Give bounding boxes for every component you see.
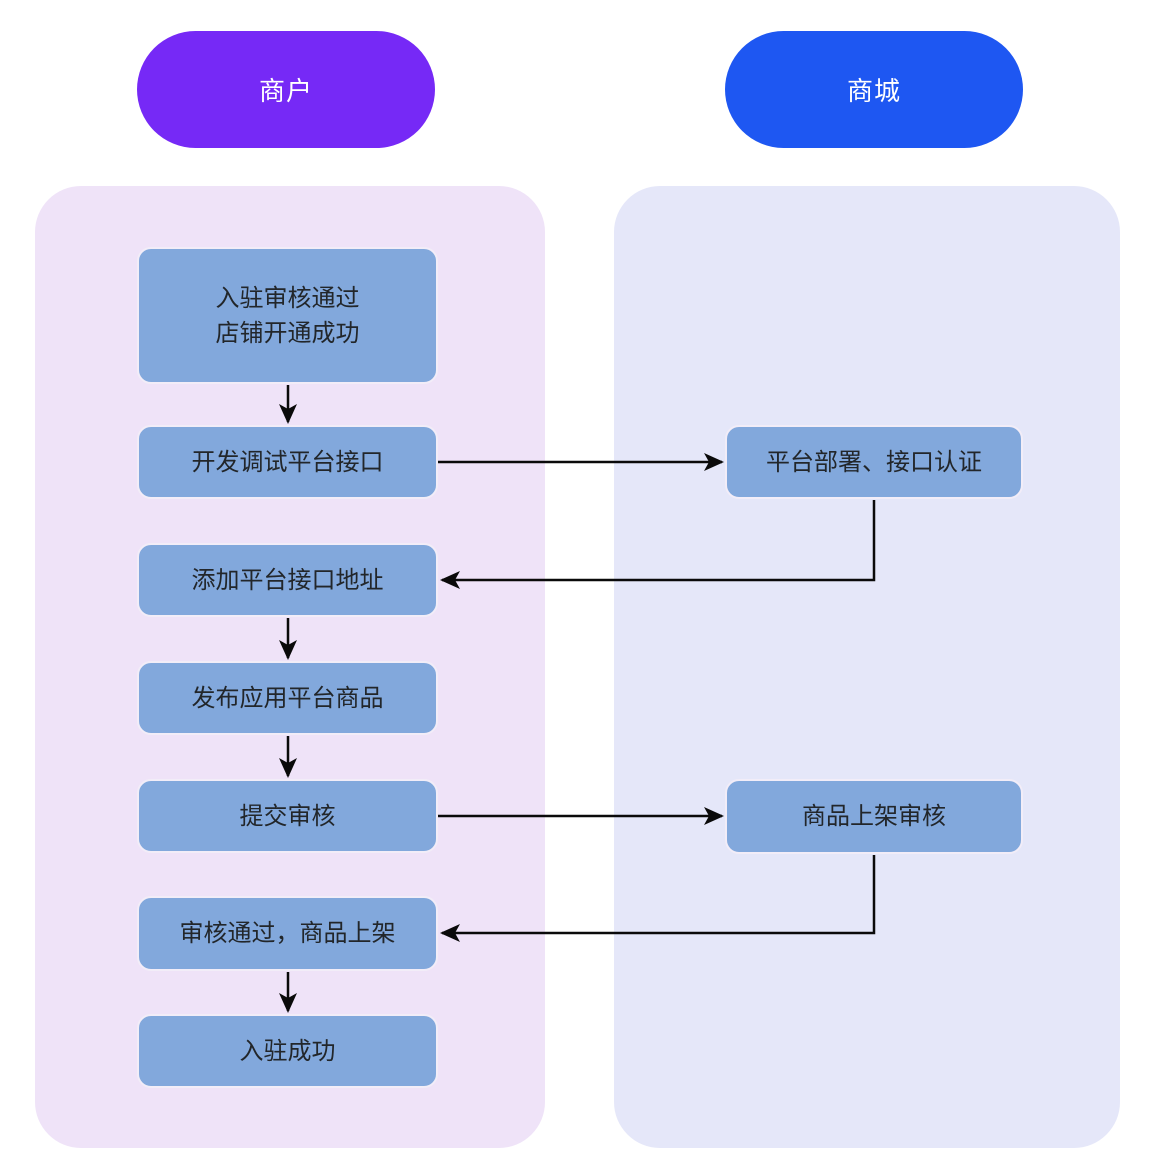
node-review-passed-product-listed: 审核通过，商品上架 [137, 896, 438, 971]
node-label: 平台部署、接口认证 [766, 448, 982, 476]
node-label: 开发调试平台接口 [191, 448, 384, 476]
node-add-api-address: 添加平台接口地址 [137, 543, 438, 617]
node-submit-review: 提交审核 [137, 779, 438, 853]
node-onboarding-approved: 入驻审核通过 店铺开通成功 [137, 247, 438, 384]
node-label: 入驻成功 [239, 1037, 336, 1065]
node-label-line: 店铺开通成功 [215, 319, 360, 347]
node-onboarding-success: 入驻成功 [137, 1014, 438, 1088]
node-develop-debug-api: 开发调试平台接口 [137, 425, 438, 499]
lane-header-mall: 商城 [725, 31, 1023, 148]
node-label: 商品上架审核 [802, 803, 946, 830]
node-product-listing-review: 商品上架审核 [725, 779, 1023, 854]
lane-header-merchant-label: 商户 [258, 76, 313, 106]
node-label-line: 入驻审核通过 [215, 284, 360, 312]
node-label: 审核通过，商品上架 [179, 920, 396, 947]
lane-header-merchant: 商户 [137, 31, 435, 148]
node-label: 提交审核 [239, 802, 336, 830]
lane-mall [614, 186, 1120, 1148]
node-label: 发布应用平台商品 [191, 684, 384, 712]
lane-header-mall-label: 商城 [846, 76, 901, 106]
node-publish-platform-product: 发布应用平台商品 [137, 661, 438, 735]
node-label: 添加平台接口地址 [191, 566, 384, 594]
node-platform-deploy-api-auth: 平台部署、接口认证 [725, 425, 1023, 499]
